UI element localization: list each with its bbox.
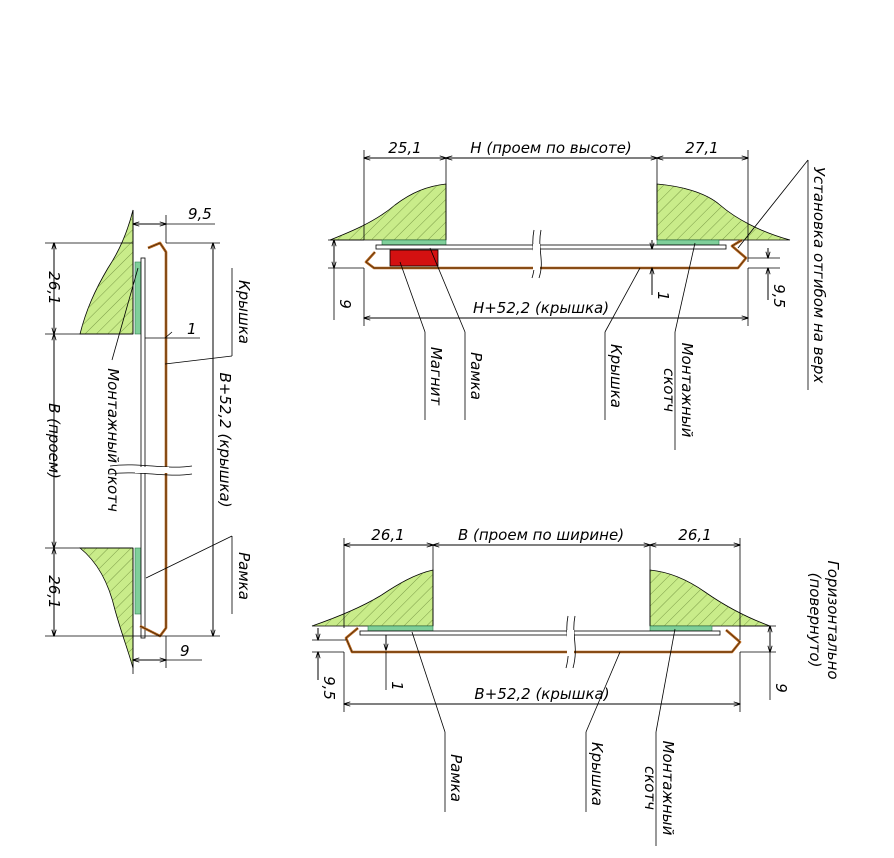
left-label-tape: Монтажный скотч <box>104 368 122 512</box>
bottom-dim-right-wall: 26,1 <box>678 526 711 544</box>
bottom-dim-right-9: 9 <box>772 683 790 693</box>
bottom-dim-left-wall: 26,1 <box>371 526 404 544</box>
bottom-dim-one: 1 <box>388 681 406 691</box>
bottom-label-frame: Рамка <box>447 754 465 802</box>
left-label-cover: Крышка <box>235 280 253 344</box>
left-dim-one: 1 <box>187 320 197 338</box>
bottom-dim-cover-length: B+52,2 (крышка) <box>474 685 609 703</box>
top-tape-right <box>656 239 720 246</box>
top-label-tape-1: Монтажный <box>678 343 696 438</box>
bottom-right-wall <box>649 545 771 627</box>
left-dim-bottom-gap: 9 <box>180 642 190 660</box>
left-label-frame: Рамка <box>235 552 253 600</box>
bottom-label-tape-1: Монтажный <box>659 741 677 836</box>
left-upper-wall <box>79 209 134 335</box>
left-dim-opening: B (проем) <box>45 403 63 479</box>
top-dim-opening: H (проем по высоте) <box>470 139 631 157</box>
left-dim-top-gap: 9,5 <box>188 205 212 223</box>
top-dim-left-wall: 25,1 <box>388 139 421 157</box>
top-magnet <box>389 249 439 267</box>
bottom-dim-left-95: 9,5 <box>320 676 338 700</box>
top-label-magnet: Магнит <box>427 347 445 407</box>
left-lower-wall <box>78 547 134 669</box>
top-label-tape-2: скотч <box>660 368 678 412</box>
bottom-left-wall <box>311 545 434 627</box>
left-frame <box>140 257 146 639</box>
bottom-label-cover: Крышка <box>588 742 606 806</box>
top-dim-right-95: 9,5 <box>770 284 788 308</box>
left-view: 9,5 9 26,1 26,1 B (проем) B+52,2 (крышка… <box>45 205 253 674</box>
top-label-cover: Крышка <box>607 344 625 408</box>
left-tape-lower <box>134 547 142 615</box>
bottom-tape-right <box>649 625 713 632</box>
bottom-view: 26,1 B (проем по ширине) 26,1 B+52,2 (кр… <box>311 526 842 846</box>
bottom-frame <box>359 630 721 636</box>
top-view: 25,1 H (проем по высоте) 27,1 H+52,2 (кр… <box>328 139 828 450</box>
left-tape-upper <box>134 261 142 335</box>
bottom-dim-opening: B (проем по ширине) <box>458 526 624 544</box>
top-label-side: Установка отгибом на верх <box>810 167 828 384</box>
top-label-frame: Рамка <box>467 352 485 400</box>
bottom-tape-left <box>367 625 434 632</box>
left-dim-upper-wall: 26,1 <box>45 271 63 304</box>
left-dim-lower-wall: 26,1 <box>45 575 63 608</box>
top-dim-left-9: 9 <box>336 299 354 309</box>
left-dim-cover-length: B+52,2 (крышка) <box>216 372 234 507</box>
top-right-wall <box>656 158 791 241</box>
top-dim-cover-length: H+52,2 (крышка) <box>473 299 609 317</box>
top-dim-one: 1 <box>654 291 672 301</box>
bottom-label-side-2: (повернуто) <box>806 573 824 668</box>
top-left-wall <box>329 158 447 241</box>
top-dim-right-wall: 27,1 <box>685 139 718 157</box>
top-tape-left <box>381 239 447 246</box>
bottom-label-side-1: Горизонтально <box>824 560 842 679</box>
top-frame <box>375 244 727 250</box>
bottom-label-tape-2: скотч <box>641 766 659 810</box>
